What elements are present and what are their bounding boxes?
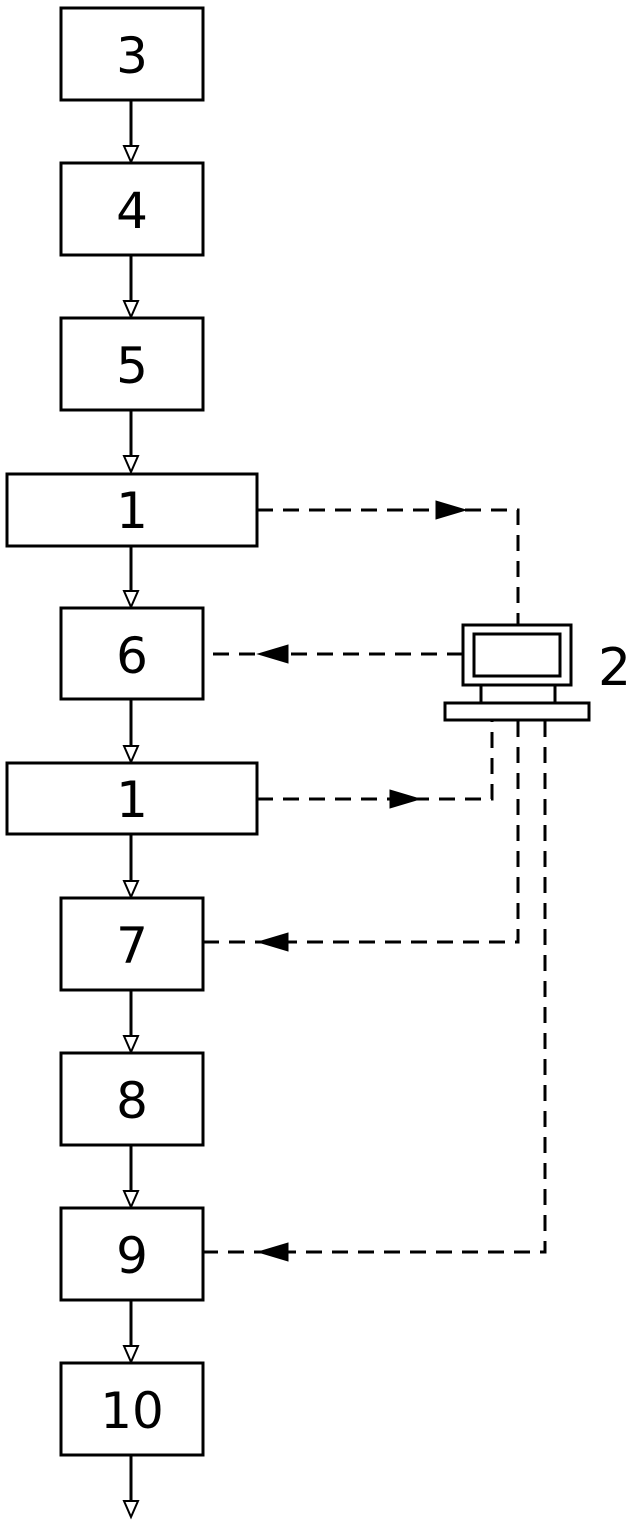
arrowhead-5-1 [122,455,140,475]
signal-device-to-block7 [204,721,520,944]
block-3-label: 3 [116,27,148,85]
signal-arrowhead-block9 [256,1242,289,1262]
block-7: 7 [59,896,205,992]
signal-arrowhead-block1-lower [389,789,422,809]
signal-arrowhead-block7 [256,932,289,952]
block-10: 10 [59,1361,205,1457]
block-1-lower-label: 1 [116,771,148,829]
block-5-label: 5 [116,337,148,395]
arrowhead-7-8 [122,1035,140,1055]
block-4: 4 [59,161,205,257]
arrowhead-3-4 [122,145,140,165]
arrowhead-6-1 [122,745,140,765]
device-reference-label: 2 [598,638,631,698]
block-8-label: 8 [116,1072,148,1130]
block-5: 5 [59,316,205,412]
signal-arrowhead-block1-upper [435,500,468,520]
block-3: 3 [59,6,205,102]
computer-stand [479,683,557,705]
block-9-label: 9 [116,1227,148,1285]
arrowhead-9-10 [122,1345,140,1365]
computer-screen [472,632,562,678]
block-6-label: 6 [116,627,148,685]
block-9: 9 [59,1206,205,1302]
arrowhead-10-out [122,1500,140,1520]
main-flow-connectors [122,100,140,1520]
block-7-label: 7 [116,917,148,975]
block-6: 6 [59,606,205,701]
signal-device-to-block9 [204,721,547,1254]
block-10-label: 10 [100,1382,164,1440]
block-4-label: 4 [116,182,148,240]
signal-lines [204,500,547,1262]
block-1-lower: 1 [5,761,259,836]
signal-arrowhead-block6 [256,644,289,664]
computer-base [443,701,591,722]
block-1-upper: 1 [5,472,259,548]
arrowhead-1-7 [122,880,140,900]
signal-block1-lower-to-device [257,721,494,801]
block-1-upper-label: 1 [116,482,148,540]
arrowhead-8-9 [122,1190,140,1210]
arrowhead-1-6 [122,590,140,610]
arrowhead-4-5 [122,300,140,320]
block-8: 8 [59,1051,205,1147]
signal-block1-upper-to-device [257,508,520,625]
control-computer [443,623,591,722]
